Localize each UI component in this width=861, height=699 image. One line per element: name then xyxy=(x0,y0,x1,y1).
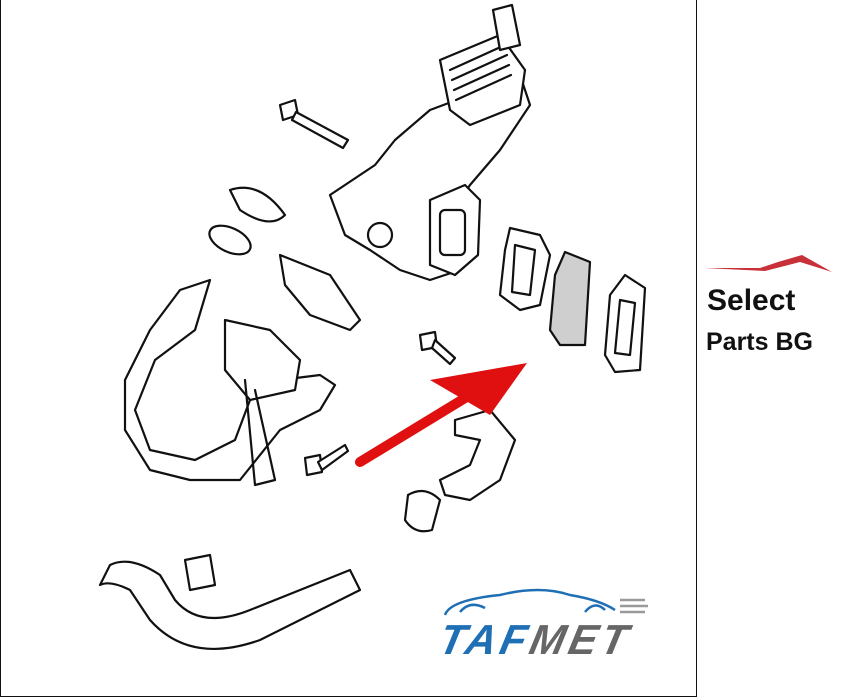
egr-valve xyxy=(328,3,532,282)
diagram-frame xyxy=(0,0,697,697)
select-parts-roof xyxy=(704,255,832,272)
tafmet-car-icon xyxy=(443,588,648,616)
bolt xyxy=(418,330,457,366)
flange-gasket xyxy=(278,253,362,332)
red-arrow xyxy=(355,363,527,467)
bolt xyxy=(278,98,350,150)
tafmet-logo: TAFMET xyxy=(435,616,636,664)
o-ring-gasket xyxy=(208,224,252,256)
gasket-highlighted xyxy=(548,250,592,347)
hose-clamp xyxy=(403,489,442,533)
bolt xyxy=(303,443,350,477)
select-parts-logo-line1: Select xyxy=(707,284,796,317)
egr-cooler-pipe xyxy=(123,278,337,487)
select-parts-logo-line2: Parts BG xyxy=(706,328,813,356)
hose xyxy=(98,553,362,650)
hose-clamp xyxy=(183,553,217,592)
elbow-pipe xyxy=(403,408,517,533)
clamp-gasket xyxy=(228,186,287,223)
tafmet-logo-gray: MET xyxy=(525,616,637,663)
gasket-set xyxy=(498,226,647,374)
tafmet-logo-blue: TAF xyxy=(435,616,536,663)
